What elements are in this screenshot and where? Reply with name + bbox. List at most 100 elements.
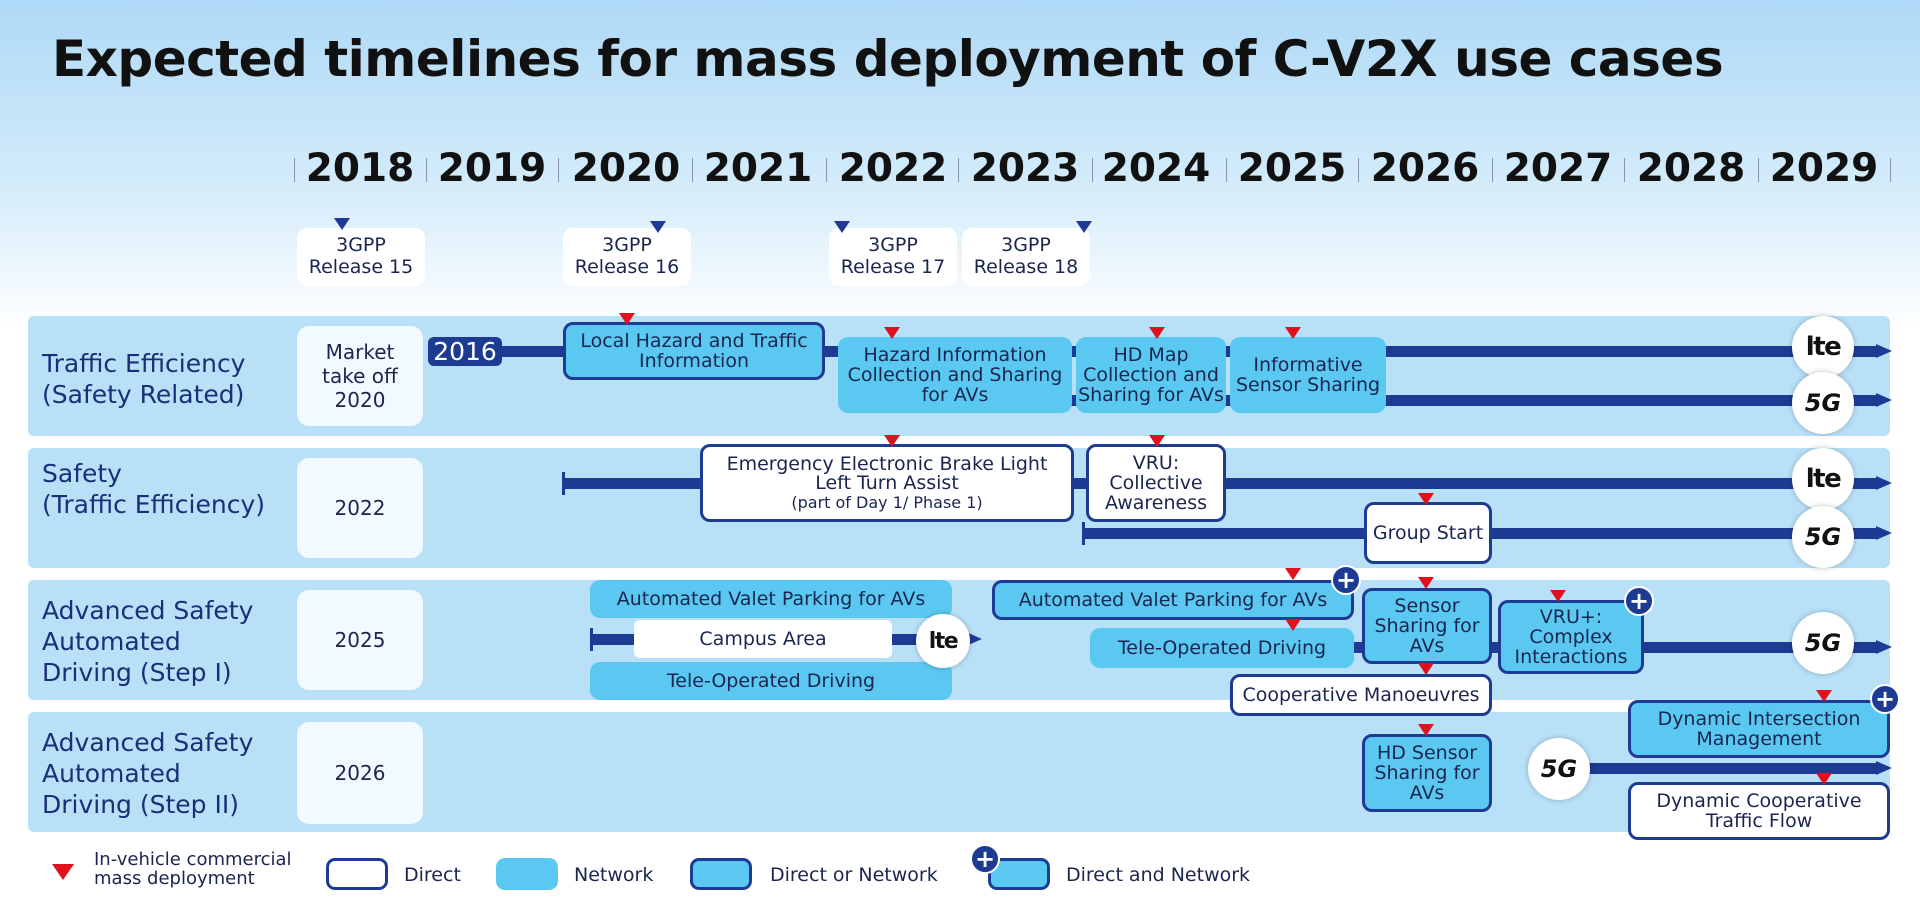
year-separator (692, 158, 693, 182)
campus-area-box: Campus Area (634, 620, 892, 658)
legend-direct-or-network-swatch (690, 858, 752, 890)
deployment-marker (1285, 568, 1301, 580)
deployment-marker (1149, 327, 1165, 339)
year-2024: 2024 (1101, 146, 1211, 191)
year-separator (1624, 158, 1625, 182)
year-separator (958, 158, 959, 182)
timeline-start-cap (1082, 522, 1085, 545)
timeline-start-cap (590, 628, 593, 651)
row-year-box: 2022 (297, 458, 423, 558)
deployment-marker (1418, 577, 1434, 589)
release-marker (1076, 221, 1092, 233)
legend-direct-and-network-label: Direct and Network (1066, 864, 1251, 886)
arrow-head (966, 632, 982, 646)
5g-icon: 5G (1792, 372, 1854, 434)
arrow-head (1876, 526, 1892, 540)
year-2018: 2018 (305, 146, 415, 191)
automated-valet-parking-box: Automated Valet Parking for AVs (590, 580, 952, 618)
5g-icon: 5G (1792, 612, 1854, 674)
legend-direct-swatch (326, 858, 388, 890)
release-marker (834, 221, 850, 233)
hd-map-box: HD Map Collection and Sharing for AVs (1076, 337, 1226, 413)
tele-operated-driving-box: Tele-Operated Driving (1090, 628, 1354, 668)
deployment-marker (1418, 663, 1434, 675)
arrow-head (1876, 761, 1892, 775)
year-2028: 2028 (1636, 146, 1746, 191)
arrow-head (1876, 344, 1892, 358)
local-hazard-box: Local Hazard and Traffic Information (563, 322, 825, 380)
lte-icon: lte (1792, 448, 1854, 510)
lte-icon: lte (1792, 316, 1854, 378)
year-2019: 2019 (437, 146, 547, 191)
row-label-traffic-efficiency: Traffic Efficiency(Safety Related) (42, 349, 246, 409)
eebl-box: Emergency Electronic Brake Light Left Tu… (700, 444, 1074, 522)
release-marker (334, 218, 350, 230)
deployment-marker (1816, 690, 1832, 702)
vru-box: VRU: Collective Awareness (1086, 444, 1226, 522)
year-separator (1358, 158, 1359, 182)
year-2025: 2025 (1237, 146, 1347, 191)
deployment-marker (1418, 724, 1434, 736)
deployment-marker (884, 435, 900, 447)
year-separator (1226, 158, 1227, 182)
sensor-sharing-box: Sensor Sharing for AVs (1362, 588, 1492, 664)
vru-plus-box: VRU+: Complex Interactions (1498, 600, 1644, 674)
plus-icon: + (970, 844, 1000, 874)
row-year-box: 2026 (297, 722, 423, 824)
plus-icon: + (1624, 586, 1654, 616)
dynamic-intersection-box: Dynamic Intersection Management (1628, 700, 1890, 758)
5g-timeline (1010, 395, 1878, 406)
arrow-head (1876, 393, 1892, 407)
start-year-tag: 2016 (428, 337, 502, 366)
row-label-safety: Safety(Traffic Efficiency) (42, 459, 265, 519)
year-2022: 2022 (838, 146, 948, 191)
year-separator (1492, 158, 1493, 182)
deployment-marker (1816, 773, 1832, 785)
year-separator (1890, 158, 1891, 182)
plus-icon: + (1331, 565, 1361, 595)
timeline-start-cap (562, 472, 565, 495)
5g-icon: 5G (1528, 738, 1590, 800)
year-separator (1092, 158, 1093, 182)
year-separator (1758, 158, 1759, 182)
hd-sensor-sharing-box: HD Sensor Sharing for AVs (1362, 734, 1492, 812)
automated-valet-parking-box: Automated Valet Parking for AVs (992, 580, 1354, 620)
arrow-head (1876, 640, 1892, 654)
page-title: Expected timelines for mass deployment o… (52, 30, 1724, 88)
deployment-marker (1285, 619, 1301, 631)
year-2026: 2026 (1370, 146, 1480, 191)
year-separator (558, 158, 559, 182)
deployment-marker (884, 327, 900, 339)
lte-icon: lte (916, 614, 970, 668)
year-2023: 2023 (970, 146, 1080, 191)
5g-icon: 5G (1792, 506, 1854, 568)
deployment-marker (619, 313, 635, 325)
cooperative-manoeuvres-box: Cooperative Manoeuvres (1230, 674, 1492, 716)
deployment-marker-icon (52, 864, 74, 880)
tele-operated-driving-box: Tele-Operated Driving (590, 662, 952, 700)
dynamic-cooperative-box: Dynamic Cooperative Traffic Flow (1628, 782, 1890, 840)
5g-timeline (1574, 763, 1878, 774)
group-start-box: Group Start (1364, 502, 1492, 564)
year-2029: 2029 (1769, 146, 1879, 191)
year-separator (426, 158, 427, 182)
legend-direct-or-network-label: Direct or Network (770, 864, 938, 886)
deployment-marker (1550, 590, 1566, 602)
deployment-marker (1149, 435, 1165, 447)
deployment-marker (1418, 493, 1434, 505)
year-2027: 2027 (1503, 146, 1613, 191)
legend-network-label: Network (574, 864, 654, 886)
plus-icon: + (1870, 684, 1900, 714)
release-marker (650, 221, 666, 233)
year-separator (294, 158, 295, 182)
deployment-marker (1285, 327, 1301, 339)
row-year-box: 2025 (297, 590, 423, 690)
year-2021: 2021 (703, 146, 813, 191)
